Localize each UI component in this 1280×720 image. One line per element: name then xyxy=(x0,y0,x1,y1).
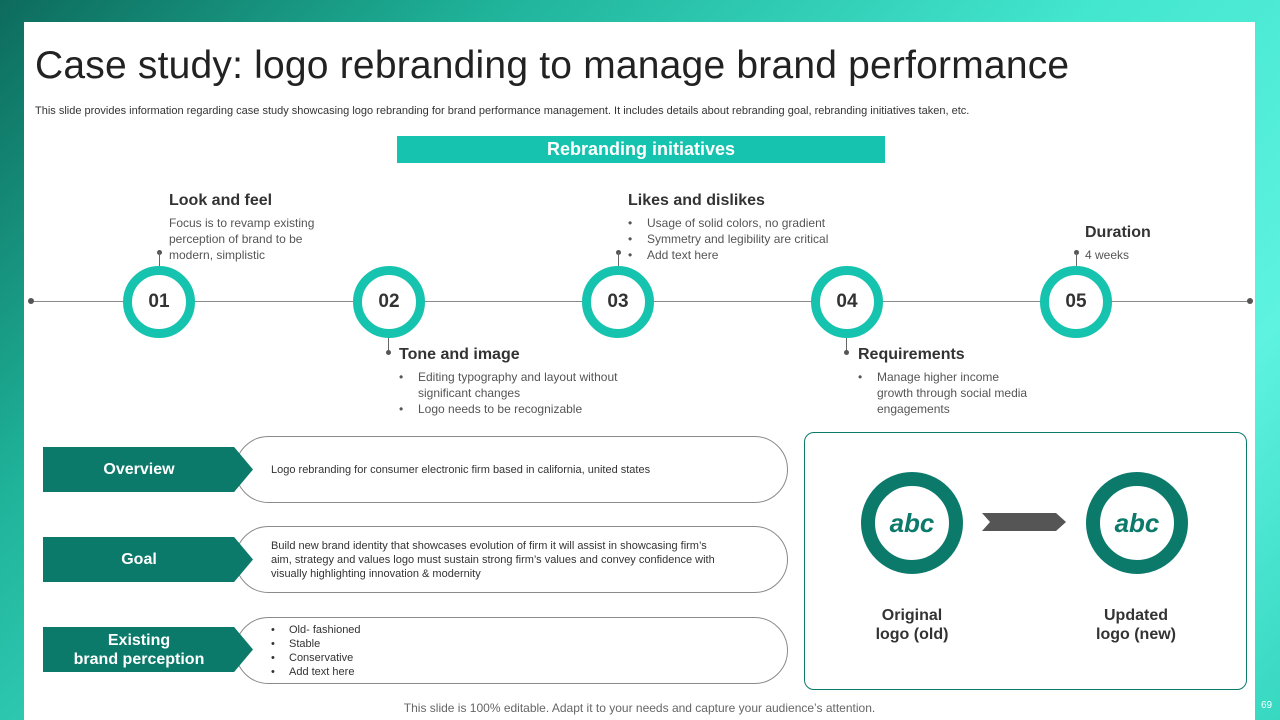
page-subtitle: This slide provides information regardin… xyxy=(35,105,970,117)
overview-text: Logo rebranding for consumer electronic … xyxy=(271,463,651,476)
arrow-right-icon xyxy=(982,513,1066,531)
step-03-title: Likes and dislikes xyxy=(628,192,765,209)
logo-comparison-panel xyxy=(804,432,1247,690)
perception-label-line1: Existing xyxy=(107,631,171,649)
perception-bullet: Add text here xyxy=(271,665,361,679)
step-04-connector-dot xyxy=(844,350,849,355)
step-04-bullet: Manage higher income growth through soci… xyxy=(858,369,1038,417)
step-circle-04: 04 xyxy=(811,266,883,338)
step-circle-02: 02 xyxy=(353,266,425,338)
step-03-bullet: Symmetry and legibility are critical xyxy=(628,231,888,247)
original-logo: abc xyxy=(861,472,963,574)
step-03-bullet: Usage of solid colors, no gradient xyxy=(628,215,888,231)
perception-pill: Old- fashioned Stable Conservative Add t… xyxy=(235,617,788,684)
step-03-bullet: Add text here xyxy=(628,247,888,263)
step-05-text: 4 weeks xyxy=(1085,248,1130,262)
updated-logo-caption-line2: logo (new) xyxy=(1096,626,1176,643)
rebranding-initiatives-banner: Rebranding initiatives xyxy=(397,136,885,163)
timeline-end-dot xyxy=(1247,298,1253,304)
goal-label: Goal xyxy=(43,537,253,582)
step-02-connector-dot xyxy=(386,350,391,355)
step-circle-03: 03 xyxy=(582,266,654,338)
original-logo-caption-line1: Original xyxy=(881,607,943,624)
page-number: 69 xyxy=(1261,700,1273,711)
step-02-title: Tone and image xyxy=(399,346,520,363)
timeline-start-dot xyxy=(28,298,34,304)
step-circle-05: 05 xyxy=(1040,266,1112,338)
step-01-text: Focus is to revamp existing perception o… xyxy=(169,216,315,262)
updated-logo-caption: Updated logo (new) xyxy=(1056,606,1216,644)
perception-label-line2: brand perception xyxy=(73,650,205,668)
step-04-title: Requirements xyxy=(858,346,965,363)
original-logo-caption-line2: logo (old) xyxy=(875,626,949,643)
step-01-title: Look and feel xyxy=(169,192,273,209)
step-04-connector xyxy=(846,338,847,352)
goal-pill: Build new brand identity that showcases … xyxy=(235,526,788,593)
step-05-title: Duration xyxy=(1085,224,1151,241)
overview-pill: Logo rebranding for consumer electronic … xyxy=(235,436,788,503)
step-05-connector xyxy=(1076,252,1077,266)
updated-logo-caption-line1: Updated xyxy=(1104,607,1168,624)
updated-logo: abc xyxy=(1086,472,1188,574)
step-04-list: Manage higher income growth through soci… xyxy=(858,369,1038,417)
slide: Case study: logo rebranding to manage br… xyxy=(24,22,1255,720)
step-03-connector xyxy=(618,252,619,266)
perception-bullet: Old- fashioned xyxy=(271,623,361,637)
step-03-list: Usage of solid colors, no gradient Symme… xyxy=(628,215,888,263)
goal-text: Build new brand identity that showcases … xyxy=(271,539,715,580)
perception-label: Existing brand perception xyxy=(43,627,253,672)
perception-bullet: Stable xyxy=(271,637,361,651)
step-02-connector xyxy=(388,338,389,352)
step-02-list: Editing typography and layout without si… xyxy=(399,369,629,417)
page-title: Case study: logo rebranding to manage br… xyxy=(35,44,1070,87)
step-circle-01: 01 xyxy=(123,266,195,338)
perception-bullet: Conservative xyxy=(271,651,361,665)
footer-note: This slide is 100% editable. Adapt it to… xyxy=(403,701,876,715)
perception-list: Old- fashioned Stable Conservative Add t… xyxy=(271,623,361,679)
original-logo-caption: Original logo (old) xyxy=(832,606,992,644)
step-01-connector xyxy=(159,252,160,266)
step-02-bullet: Editing typography and layout without si… xyxy=(399,369,629,401)
overview-label: Overview xyxy=(43,447,253,492)
step-02-bullet: Logo needs to be recognizable xyxy=(399,401,629,417)
